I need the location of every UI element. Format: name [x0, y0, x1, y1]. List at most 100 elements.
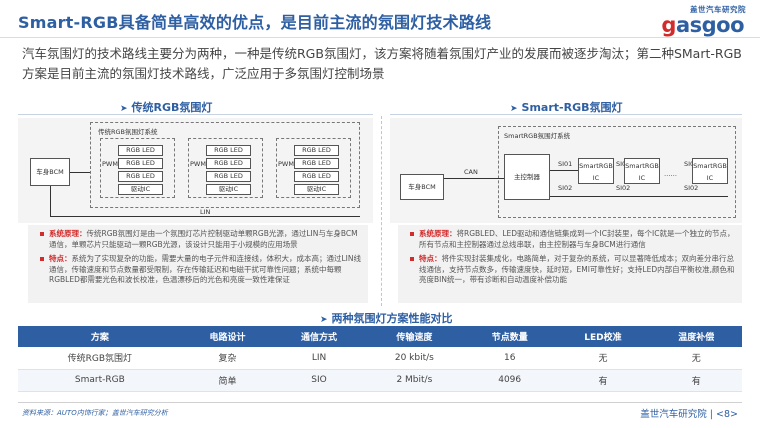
left-notes: 系统原理：传统RGB氛围灯是由一个氛围灯芯片控制驱动单颗RGB光源，通过LIN与…: [28, 225, 368, 303]
note-item: 系统原理：传统RGB氛围灯是由一个氛围灯芯片控制驱动单颗RGB光源，通过LIN与…: [40, 229, 362, 250]
column-header: 传输速度: [364, 326, 464, 347]
bullet-icon: [40, 257, 44, 261]
column-header: LED校准: [555, 326, 651, 347]
rgb-led-box: RGB LED: [206, 158, 251, 169]
rgb-led-box: RGB LED: [118, 158, 163, 169]
table-cell: 有: [650, 369, 742, 392]
driver-ic-box: 驱动IC: [118, 184, 163, 195]
table-cell: 4096: [463, 369, 556, 392]
right-notes: 系统原理：将RGBLED、LED驱动和通信链集成到一个IC封装里，每个IC就是一…: [398, 225, 742, 303]
page-title: Smart-RGB具备简单高效的优点，是目前主流的氛围灯技术路线: [18, 13, 492, 32]
return-bus: [550, 196, 728, 197]
node-group-1: [100, 138, 175, 198]
left-heading-text: 传统RGB氛围灯: [131, 101, 213, 114]
note-keyword: 系统原理：: [419, 229, 457, 238]
ellipsis-label: ……: [664, 170, 677, 178]
bullet-icon: [40, 232, 44, 236]
si01-label: SI01: [684, 160, 698, 168]
note-text: 将件实现封装集成化，电路简单，对于复杂的系统，可以显著降低成本；双向差分串行总线…: [419, 254, 735, 284]
table-cell: 有: [555, 369, 651, 392]
table-cell: Smart-RGB: [18, 369, 182, 392]
can-label: CAN: [464, 168, 478, 176]
pwm-label: PWM: [278, 160, 294, 168]
bcm-box: 车身BCM: [30, 158, 70, 186]
section-divider: [381, 116, 382, 306]
node-group-3: [276, 138, 351, 198]
rgb-led-box: RGB LED: [206, 145, 251, 156]
smart-ic-box: SmartRGB IC: [692, 158, 728, 184]
logo-wordmark: gasgoo: [661, 13, 744, 37]
table-header-row: 方案 电路设计 通信方式 传输速度 节点数量 LED校准 温度补偿: [18, 326, 742, 347]
right-section-heading: ➤Smart-RGB氛围灯: [510, 99, 623, 115]
logo-wordmark-rest: asgoo: [675, 13, 745, 37]
smart-ic-box: SmartRGB IC: [578, 158, 614, 184]
rgb-led-box: RGB LED: [118, 145, 163, 156]
table-cell: SIO: [273, 369, 365, 392]
triangle-right-icon: ➤: [120, 104, 128, 114]
left-section-heading: ➤传统RGB氛围灯: [120, 99, 212, 115]
note-text: 系统为了实现复杂的功能，需要大量的电子元件和连接线，体积大，成本高；通过LIN线…: [49, 254, 361, 284]
right-heading-rule: [390, 114, 742, 115]
bcm-box: 车身BCM: [400, 174, 444, 200]
note-keyword: 特点：: [49, 254, 72, 263]
left-heading-rule: [18, 114, 373, 115]
system-label: SmartRGB氛围灯系统: [504, 132, 571, 140]
lin-bus: [50, 216, 360, 217]
lin-label: LIN: [200, 208, 211, 216]
triangle-right-icon: ➤: [320, 315, 328, 325]
note-text: 将RGBLED、LED驱动和通信链集成到一个IC封装里，每个IC就是一个独立的节…: [419, 229, 735, 249]
logo-wordmark-accent: g: [661, 13, 676, 37]
column-header: 方案: [18, 326, 182, 347]
node-group-2: [188, 138, 263, 198]
table-cell: 无: [555, 347, 651, 370]
bcm-link: [70, 172, 90, 173]
table-cell: 简单: [181, 369, 274, 392]
pwm-label: PWM: [102, 160, 118, 168]
right-heading-text: Smart-RGB氛围灯: [521, 101, 623, 114]
bullet-icon: [410, 257, 414, 261]
column-header: 通信方式: [273, 326, 365, 347]
note-item: 特点：系统为了实现复杂的功能，需要大量的电子元件和连接线，体积大，成本高；通过L…: [40, 254, 362, 286]
triangle-right-icon: ➤: [510, 104, 518, 114]
table-cell: 2 Mbit/s: [364, 369, 464, 392]
smart-ic-box: SmartRGB IC: [624, 158, 660, 184]
comparison-table: 方案 电路设计 通信方式 传输速度 节点数量 LED校准 温度补偿 传统RGB氛…: [18, 326, 742, 392]
note-item: 特点：将件实现封装集成化，电路简单，对于复杂的系统，可以显著降低成本；双向差分串…: [410, 254, 736, 286]
table-row: Smart-RGB 简单 SIO 2 Mbit/s 4096 有 有: [18, 369, 742, 392]
gasgoo-logo: 盖世汽车研究院 gasgoo: [628, 4, 746, 38]
table-cell: 无: [650, 347, 742, 370]
traditional-rgb-diagram: 传统RGB氛围灯系统 车身BCM RGB LED RGB LED RGB LED…: [18, 118, 373, 223]
system-boundary: [498, 126, 736, 218]
logo-caption: 盖世汽车研究院: [690, 5, 746, 14]
si02-label: SI02: [558, 184, 573, 192]
rgb-led-box: RGB LED: [206, 171, 251, 182]
si02-label: SI02: [616, 184, 631, 192]
pwm-label: PWM: [190, 160, 206, 168]
note-keyword: 特点：: [419, 254, 442, 263]
table-title: ➤两种氛围灯方案性能对比: [320, 310, 453, 326]
note-keyword: 系统原理：: [49, 229, 87, 238]
footer-brand: 盖世汽车研究院 | <8>: [640, 409, 738, 420]
driver-ic-box: 驱动IC: [294, 184, 339, 195]
footer-divider: [18, 402, 742, 403]
can-link: [444, 178, 504, 179]
table-cell: 16: [463, 347, 556, 370]
rgb-led-box: RGB LED: [118, 171, 163, 182]
si02-label: SI02: [684, 184, 699, 192]
note-text: 传统RGB氛围灯是由一个氛围灯芯片控制驱动单颗RGB光源，通过LIN与车身BCM…: [49, 229, 358, 249]
rgb-led-box: RGB LED: [294, 171, 339, 182]
lin-drop: [50, 186, 51, 216]
title-divider: [0, 37, 760, 38]
table-title-text: 两种氛围灯方案性能对比: [331, 312, 453, 325]
si01-label: SI01: [558, 160, 573, 168]
table-cell: 传统RGB氛围灯: [18, 347, 182, 370]
note-item: 系统原理：将RGBLED、LED驱动和通信链集成到一个IC封装里，每个IC就是一…: [410, 229, 736, 250]
si01-link: [550, 170, 578, 171]
rgb-led-box: RGB LED: [294, 158, 339, 169]
table-cell: LIN: [273, 347, 365, 370]
table-cell: 20 kbit/s: [364, 347, 464, 370]
controller-box: 主控制器: [504, 154, 550, 200]
table-cell: 复杂: [181, 347, 274, 370]
bullet-icon: [410, 232, 414, 236]
column-header: 节点数量: [463, 326, 556, 347]
